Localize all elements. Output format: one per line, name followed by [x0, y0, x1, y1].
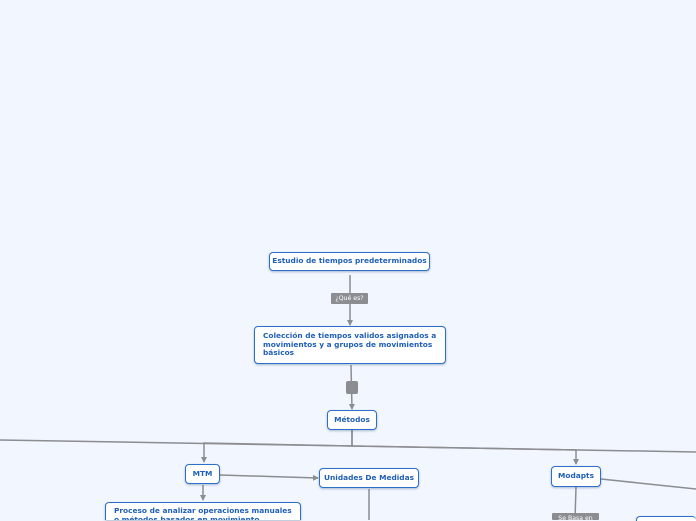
connector-methods-left-span: [0, 430, 353, 447]
connector-methods-to-modapts: [351, 445, 579, 465]
node-mtm[interactable]: MTM: [185, 464, 220, 484]
node-mtm-description[interactable]: Proceso de analizar operaciones manuales…: [105, 502, 301, 520]
node-modapts[interactable]: Modapts: [551, 466, 601, 487]
node-units[interactable]: Unidades De Medidas: [319, 468, 419, 488]
edge-label-modapts[interactable]: Se Basa en: [552, 513, 599, 520]
connector-mtm-to-units: [219, 474, 319, 481]
node-root[interactable]: Estudio de tiempos predeterminados: [269, 252, 430, 271]
connector-methods-to-mtm: [201, 442, 353, 463]
node-methods[interactable]: Métodos: [327, 410, 377, 430]
node-definition[interactable]: Colección de tiempos validos asignados a…: [254, 326, 446, 364]
node-offscreen-right[interactable]: [636, 516, 696, 521]
connector-modapts-right: [600, 478, 696, 490]
edge-label-que-es[interactable]: ¿Qué es?: [331, 293, 368, 304]
collapse-handle[interactable]: [346, 381, 358, 394]
